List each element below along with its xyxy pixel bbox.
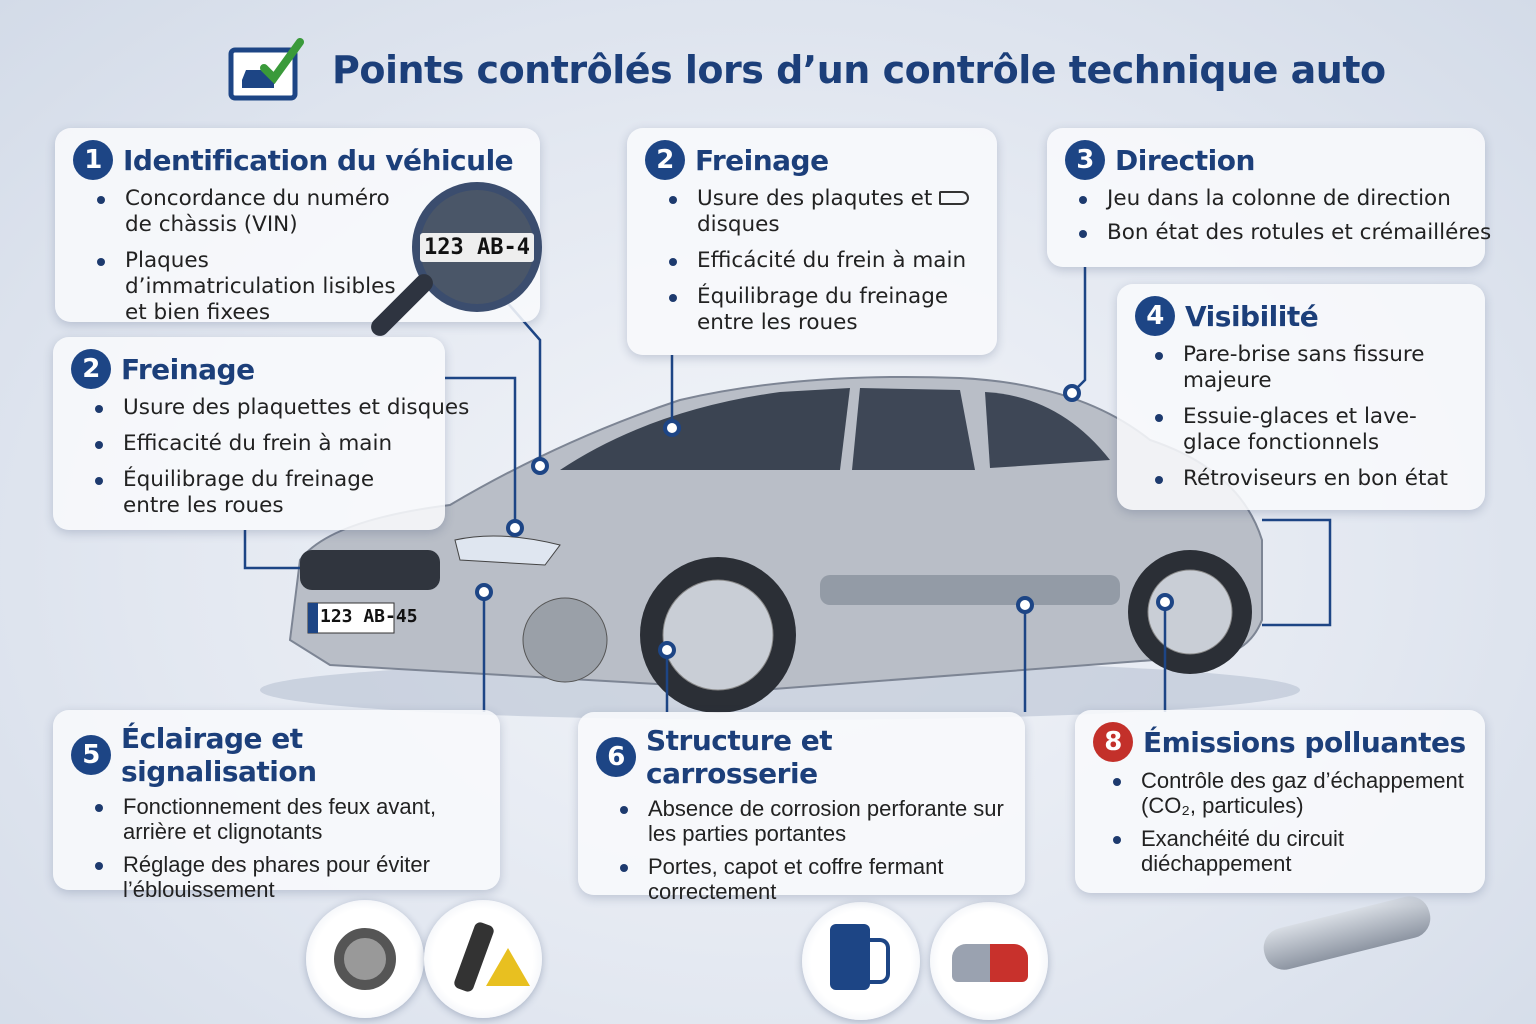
list-item: Fonctionnement des feux avant, arrière e… — [95, 794, 484, 844]
section-visibilite: 4 Visibilité Pare-brise sans fissure maje… — [1117, 284, 1485, 510]
list-item: Réglage des phares pour éviter l’éblouis… — [95, 852, 484, 902]
list-item: Pare-brise sans fissure majeure — [1155, 342, 1435, 394]
list-item: Efficácité du frein à main — [669, 248, 981, 274]
section-number: 2 — [645, 140, 685, 180]
section-title: Éclairage et signalisation — [121, 722, 317, 788]
list-item: Portes, capot et coffre fermant correcte… — [620, 854, 1009, 904]
car-body-icon — [930, 902, 1048, 1020]
section-title: Structure et carrosserie — [646, 724, 833, 790]
section-number: 5 — [71, 735, 111, 775]
section-title: Émissions polluantes — [1143, 725, 1466, 759]
list-item: Rétroviseurs en bon état — [1155, 466, 1469, 492]
section-freinage-left: 2 Freinage Usure des plaquettes et disque… — [53, 337, 469, 530]
list-item: Usure des plaqutes et disques — [669, 186, 981, 238]
section-title: Freinage — [121, 352, 255, 386]
list-item: Contrôle des gaz d’échappement (CO₂, par… — [1113, 768, 1469, 818]
section-number: 4 — [1135, 296, 1175, 336]
list-item: Bon état des rotules et crémailléres — [1079, 220, 1491, 246]
magnified-plate: 123 AB-4 — [420, 232, 534, 262]
magnifier-icon: 123 AB-4 — [412, 182, 542, 312]
license-plate: 123 AB-45 — [320, 606, 418, 627]
section-number: 6 — [596, 737, 636, 777]
header: Points contrôlés lors d’un contrôle tech… — [228, 38, 1386, 102]
car-check-icon — [228, 38, 304, 101]
section-number: 1 — [73, 140, 113, 180]
car — [260, 375, 1300, 720]
fuel-pump-icon — [802, 902, 920, 1020]
section-emissions: 8 Émissions polluantes Contrôle des gaz d… — [1075, 710, 1485, 893]
brake-disc-icon — [306, 900, 424, 1018]
section-direction: 3 Direction Jeu dans la colonne de direct… — [1047, 128, 1491, 267]
section-number: 2 — [71, 349, 111, 389]
brake-pad-icon — [939, 191, 970, 205]
list-item: Jeu dans la colonne de direction — [1079, 186, 1469, 212]
section-title: Identification du véhicule — [123, 143, 514, 177]
list-item: Plaques d’immatriculation lisibles et bi… — [97, 248, 397, 326]
section-title: Visibilité — [1185, 299, 1319, 333]
list-item: Équilibrage du freinage entre les roues — [95, 467, 385, 519]
connector-dots — [475, 384, 1174, 659]
list-item-text: disques — [697, 212, 780, 237]
list-item: Équilibrage du freinage entre les roues — [669, 284, 959, 336]
list-item: Absence de corrosion perforante sur les … — [620, 796, 1009, 846]
list-item: Exanchéité du circuit diéchappement — [1113, 826, 1469, 876]
shock-absorber-warning-icon — [424, 900, 542, 1018]
section-number: 3 — [1065, 140, 1105, 180]
list-item-text: Usure des plaqutes et — [697, 186, 933, 211]
section-title: Direction — [1115, 143, 1255, 177]
list-item: Concordance du numéro de chàssis (VIN) — [97, 186, 397, 238]
list-item: Essuie-glaces et lave-glace fonctionnels — [1155, 404, 1469, 456]
list-item: Efficacité du frein à main — [95, 431, 429, 457]
section-title: Freinage — [695, 143, 829, 177]
section-number: 8 — [1093, 722, 1133, 762]
page-title: Points contrôlés lors d’un contrôle tech… — [332, 48, 1386, 92]
list-item: Usure des plaquettes et disques — [95, 395, 469, 421]
